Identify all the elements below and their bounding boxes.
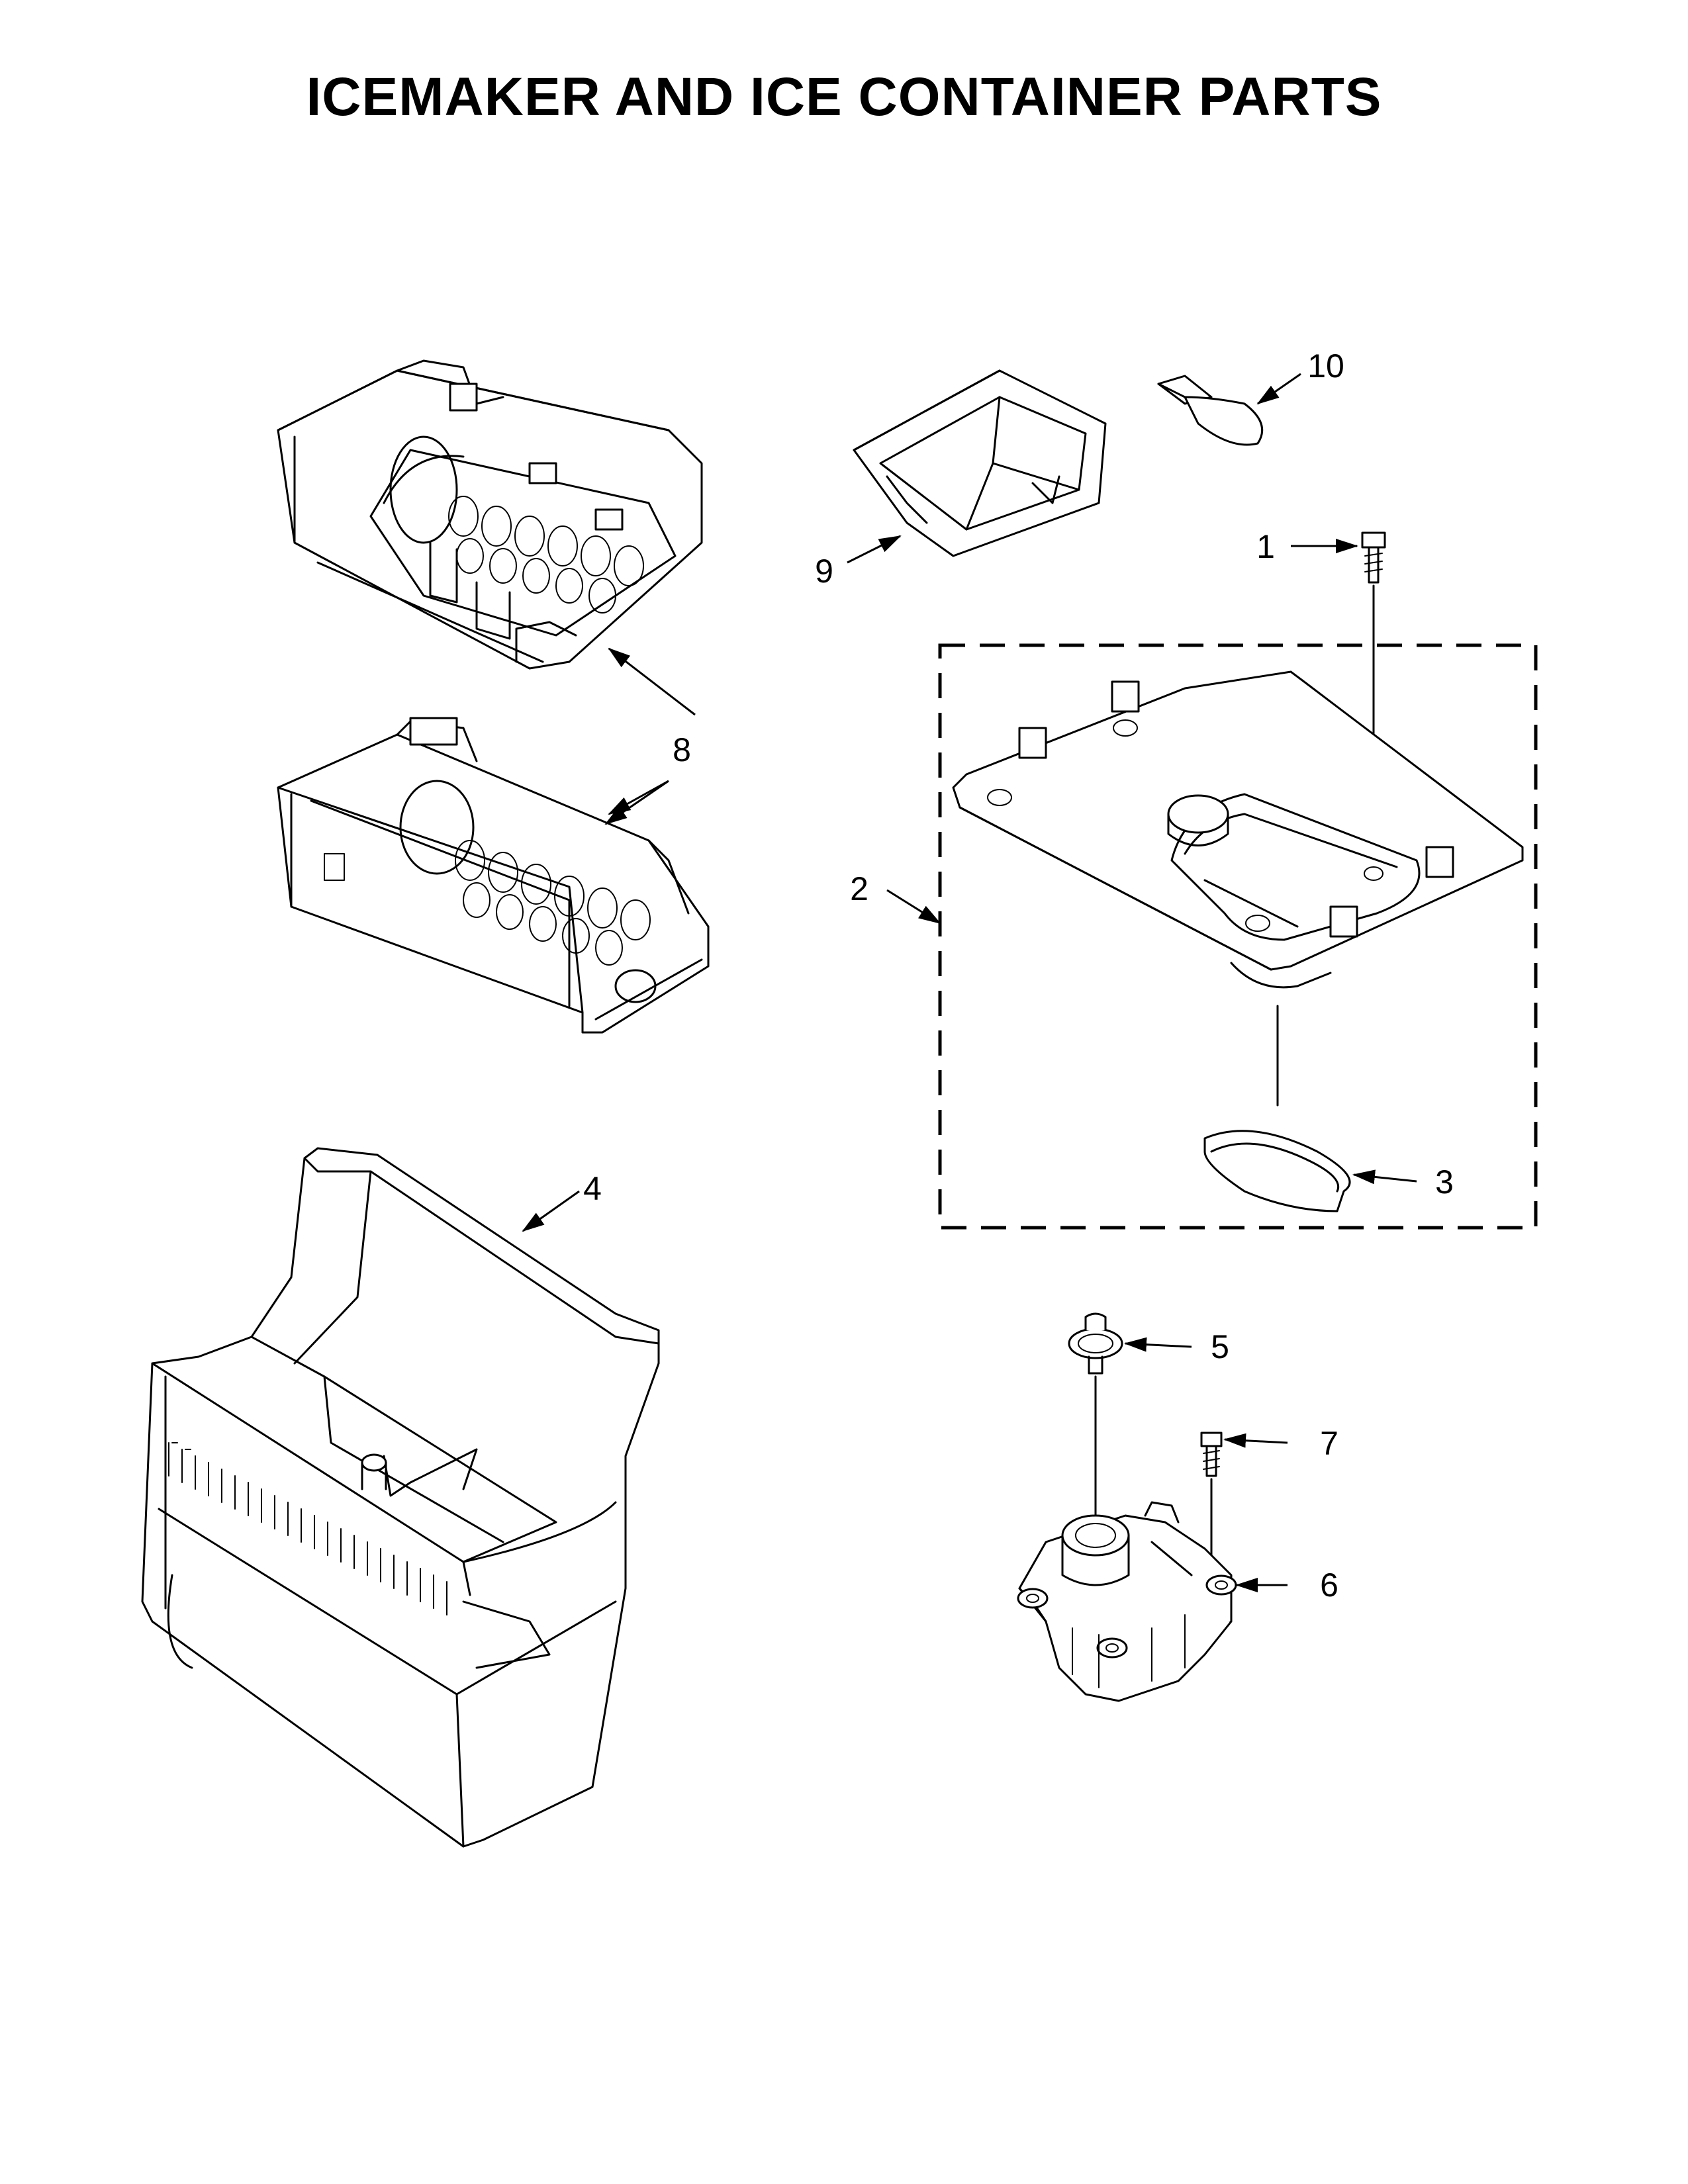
callout-6: 6 bbox=[1320, 1567, 1338, 1604]
page-title: ICEMAKER AND ICE CONTAINER PARTS bbox=[306, 67, 1382, 127]
callout-5: 5 bbox=[1211, 1328, 1229, 1365]
ice-tray-part bbox=[853, 369, 1107, 557]
callout-leaders bbox=[522, 373, 1417, 1592]
ice-scoop-part bbox=[1157, 375, 1264, 446]
callout-7: 7 bbox=[1320, 1425, 1338, 1462]
auger-motor-part bbox=[1017, 1501, 1237, 1702]
callout-10: 10 bbox=[1307, 347, 1344, 385]
icemaker-side-view bbox=[277, 717, 710, 1034]
callout-2: 2 bbox=[850, 870, 868, 907]
callout-8: 8 bbox=[673, 731, 691, 768]
coupler-part bbox=[1068, 1312, 1123, 1517]
callout-9: 9 bbox=[815, 553, 833, 590]
gasket-part bbox=[1203, 1130, 1351, 1212]
base-plate-part bbox=[952, 670, 1524, 1107]
assembly-group-box bbox=[938, 643, 1538, 1230]
ice-container-part bbox=[141, 1147, 660, 1848]
callout-labels: 1 2 3 4 5 6 7 8 9 10 bbox=[583, 347, 1454, 1604]
icemaker-top-view bbox=[277, 359, 703, 670]
callout-1: 1 bbox=[1256, 528, 1275, 565]
callout-4: 4 bbox=[583, 1170, 602, 1207]
callout-3: 3 bbox=[1435, 1163, 1454, 1201]
